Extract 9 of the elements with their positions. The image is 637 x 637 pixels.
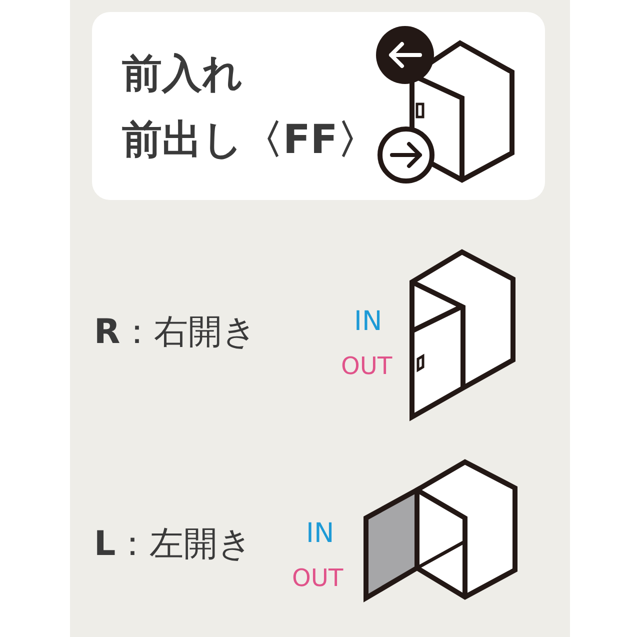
out-label: OUT <box>341 352 392 381</box>
heading-text: 前出し〈FF〉 <box>122 116 378 164</box>
option-label: R：右開き <box>94 312 258 353</box>
in-label: IN <box>306 518 334 550</box>
info-card <box>92 12 545 200</box>
in-label: IN <box>354 306 382 338</box>
out-label: OUT <box>292 564 344 593</box>
heading-text: 前入れ <box>122 50 243 98</box>
option-label: L：左開き <box>94 524 253 565</box>
